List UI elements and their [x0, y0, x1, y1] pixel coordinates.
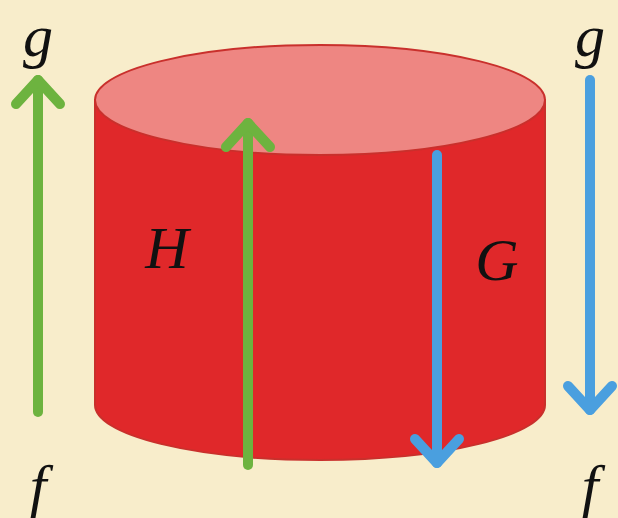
variable-label: g — [575, 6, 605, 66]
variable-label: f — [30, 456, 47, 516]
arrow-head — [568, 386, 612, 410]
arrow-head — [226, 123, 270, 147]
arrow-head — [415, 439, 459, 463]
arrow-head — [16, 80, 60, 104]
variable-label: f — [582, 456, 599, 516]
green-arrow — [33, 80, 43, 412]
variable-label: g — [23, 6, 53, 66]
inner-arrow — [243, 123, 253, 465]
blue-arrow — [585, 80, 595, 410]
cylinder: HG — [95, 45, 545, 465]
variable-label: G — [475, 230, 518, 290]
variable-label: H — [145, 218, 188, 278]
inner-arrow — [432, 155, 442, 463]
cylinder-top — [95, 45, 545, 155]
